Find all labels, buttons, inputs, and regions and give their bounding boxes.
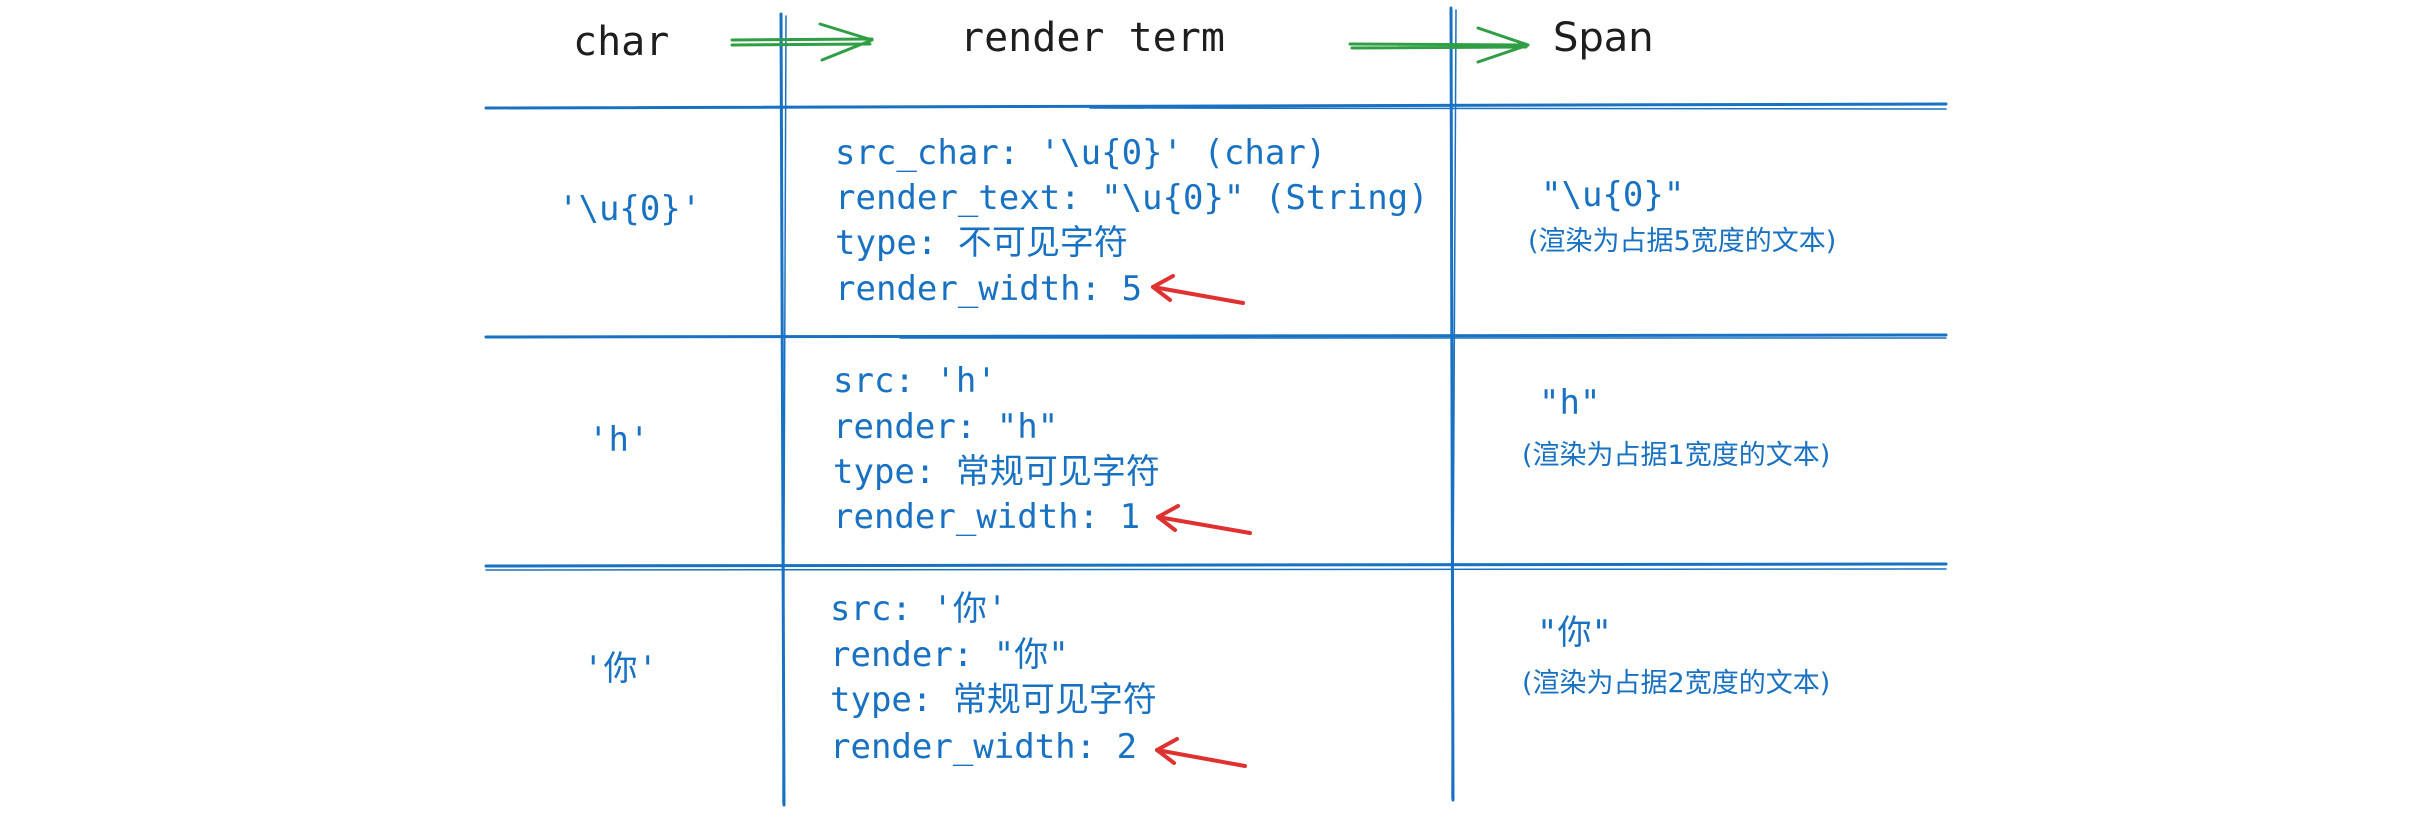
row-3-term-line-2: render: "你" xyxy=(830,635,1069,675)
row-2-term-line-2: render: "h" xyxy=(833,407,1059,447)
row-2-term-line-4: render_width: 1 xyxy=(833,497,1141,537)
row-3-span-note: (渲染为占据2宽度的文本) xyxy=(1522,668,1831,699)
marker-arrow-row-2 xyxy=(1156,515,1252,535)
row-1-term-line-3: type: 不可见字符 xyxy=(835,223,1128,263)
row-2-term-line-1: src: 'h' xyxy=(833,361,997,401)
row-1-term-line-1: src_char: '\u{0}' (char) xyxy=(835,133,1327,173)
row-2-span-value: "h" xyxy=(1539,383,1601,423)
row-divider-header xyxy=(484,102,1948,110)
marker-arrow-row-3 xyxy=(1155,748,1247,768)
flow-arrow-term-to-span xyxy=(1348,42,1530,50)
row-1-char: '\u{0}' xyxy=(558,189,702,229)
row-3-term-line-3: type: 常规可见字符 xyxy=(830,680,1157,720)
column-header-span: Span xyxy=(1553,15,1654,61)
row-3-span-value: "你" xyxy=(1537,613,1612,653)
row-divider-2 xyxy=(484,562,1948,568)
row-2-term-line-3: type: 常规可见字符 xyxy=(833,452,1160,492)
row-3-term-line-4: render_width: 2 xyxy=(830,727,1138,767)
row-1-term-line-2: render_text: "\u{0}" (String) xyxy=(835,178,1429,218)
row-2-char: 'h' xyxy=(588,420,650,460)
row-2-span-note: (渲染为占据1宽度的文本) xyxy=(1522,440,1831,471)
row-1-span-note: (渲染为占据5宽度的文本) xyxy=(1528,226,1837,257)
flow-arrow-char-to-term xyxy=(730,37,874,47)
column-header-render-term: render term xyxy=(960,15,1225,61)
row-divider-1 xyxy=(484,333,1948,339)
marker-arrow-row-1 xyxy=(1151,285,1245,305)
row-3-term-line-1: src: '你' xyxy=(830,589,1008,629)
row-3-char: '你' xyxy=(583,649,658,689)
row-1-span-value: "\u{0}" xyxy=(1541,175,1685,215)
row-1-term-line-4: render_width: 5 xyxy=(835,269,1143,309)
column-header-char: char xyxy=(573,19,670,65)
